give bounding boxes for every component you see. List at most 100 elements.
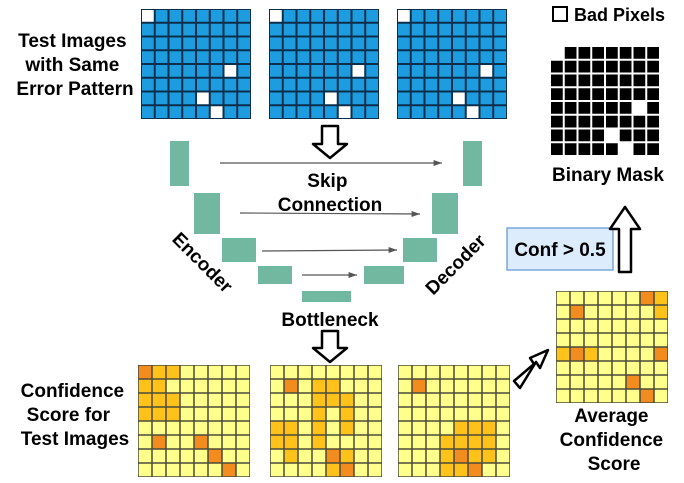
bottleneck-block [302,291,351,302]
grid-cell [564,60,577,73]
grid-cell [338,37,351,50]
grid-cell [551,88,563,100]
grid-cell [640,319,654,333]
grid-cell [556,319,570,333]
grid-cell [197,51,209,63]
grid-cell [482,365,496,379]
grid-cell [412,449,426,463]
grid-cell [166,435,180,449]
grid-cell [142,51,154,63]
grid-cell [556,361,570,375]
grid-cell [166,379,180,393]
grid-cell [298,379,312,393]
grid-cell [412,463,426,477]
grid-cell [496,435,510,449]
grid-cell [453,51,465,63]
grid-cell [138,393,152,407]
grid-cell [606,88,618,100]
grid-cell [208,407,222,421]
grid-cell [556,333,570,347]
grid-cell [398,37,410,50]
grid-cell [283,37,296,50]
grid-cell [584,333,598,347]
grid-cell [283,92,296,105]
grid-cell [197,78,209,91]
grid-cell [298,449,312,463]
grid-cell [466,37,479,50]
grid-cell [606,60,618,73]
grid-cell [197,65,209,77]
grid-cell [155,92,168,105]
grid-cell [340,435,354,449]
grid-cell [592,143,604,155]
grid-cell [138,449,152,463]
grid-cell [453,37,465,50]
grid-cell [398,379,412,393]
binary-mask-label: Binary Mask [552,165,664,186]
grid-cell [297,37,310,50]
grid-cell [647,115,659,128]
decoder-block [364,266,404,284]
grid-cell [222,449,236,463]
diagonal-arrow-icon [512,348,550,390]
grid-cell [482,463,496,477]
grid-cell [584,361,598,375]
grid-cell [208,435,222,449]
grid-cell [312,365,326,379]
grid-cell [338,92,351,105]
grid-cell [454,379,468,393]
grid-cell [222,435,236,449]
grid-cell [425,92,438,105]
grid-cell [284,463,298,477]
grid-cell [194,379,208,393]
test-images-label: Test Images with Same Error Pattern [16,31,133,100]
grid-cell [592,74,604,87]
grid-cell [454,407,468,421]
grid-cell [494,106,506,118]
grid-cell [180,393,194,407]
grid-cell [468,393,482,407]
grid-cell [152,393,166,407]
grid-cell [270,463,284,477]
grid-cell [439,78,451,91]
grid-cell [647,143,659,155]
grid-cell [197,10,209,22]
grid-cell [222,365,236,379]
grid-cell [311,51,323,63]
grid-cell [210,78,223,91]
grid-cell [366,23,378,36]
grid-cell [494,10,506,22]
grid-cell [468,379,482,393]
grid-cell [152,449,166,463]
grid-cell [284,449,298,463]
grid-cell [426,365,440,379]
grid-cell [283,106,296,118]
grid-cell [169,65,182,77]
grid-cell [326,365,340,379]
grid-cell [270,379,284,393]
grid-cell [612,375,626,389]
grid-cell [311,106,323,118]
grid-cell [440,449,454,463]
grid-cell [340,379,354,393]
grid-cell [640,389,654,403]
grid-cell [352,23,365,36]
grid-cell [398,365,412,379]
grid-cell [398,407,412,421]
grid-cell [626,333,640,347]
grid-cell [453,106,465,118]
grid-cell [411,106,424,118]
grid-cell [297,106,310,118]
grid-cell [236,379,250,393]
grid-cell [647,60,659,73]
grid-cell [466,92,479,105]
grid-cell [640,291,654,305]
grid-cell [426,421,440,435]
grid-cell [283,23,296,36]
grid-cell [453,65,465,77]
grid-cell [480,10,493,22]
grid-cell [270,65,282,77]
grid-cell [368,421,382,435]
grid-cell [311,92,323,105]
grid-cell [152,365,166,379]
